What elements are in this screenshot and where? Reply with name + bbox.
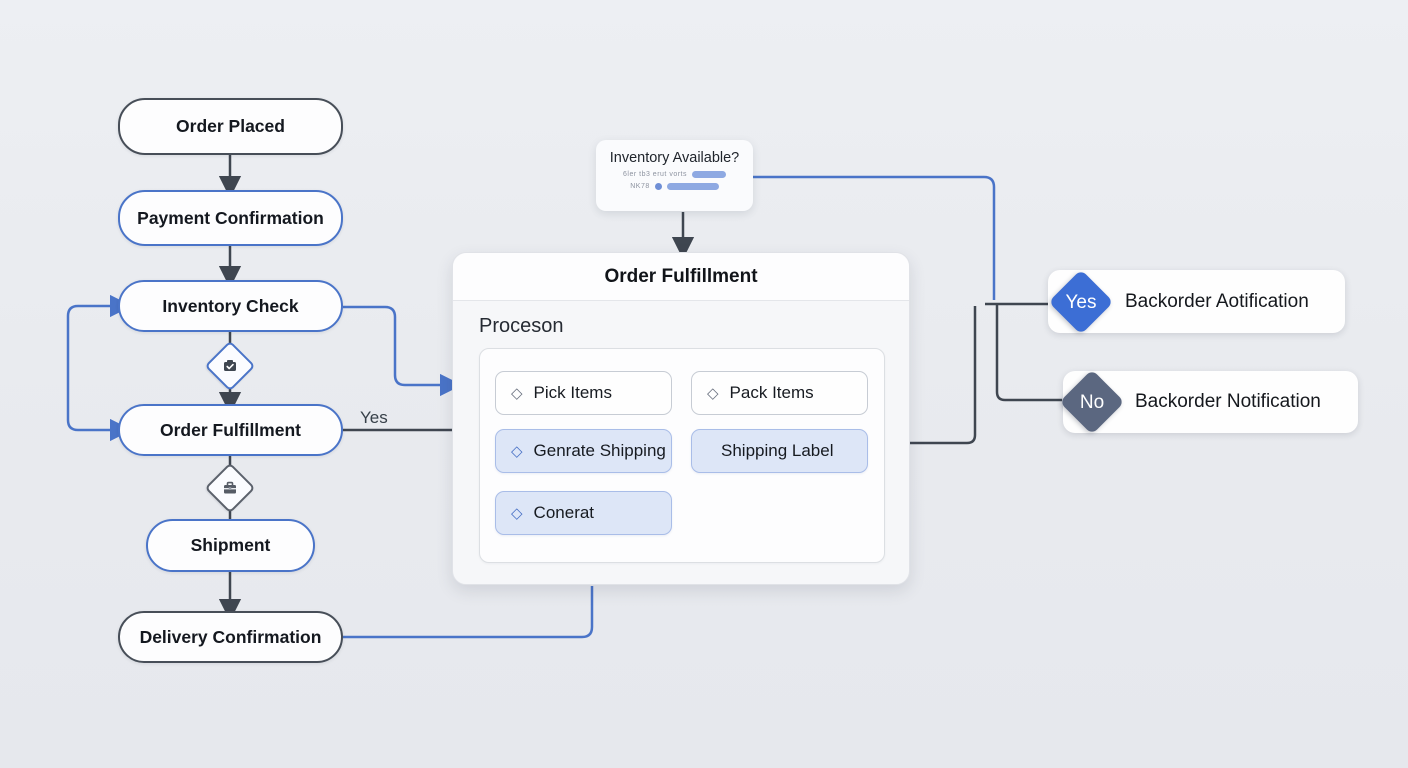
package-icon	[214, 472, 246, 504]
skeleton-row: 6ler tb3 erut vorts	[596, 171, 753, 178]
node-shipment[interactable]: Shipment	[146, 519, 315, 572]
panel-header: Order Fulfillment	[453, 253, 909, 301]
order-fulfillment-panel: Order Fulfillment Proceson ◇ Pick Items …	[452, 252, 910, 585]
check-diamond[interactable]	[204, 340, 256, 392]
button-label: Pack Items	[729, 383, 814, 402]
node-payment-confirmation[interactable]: Payment Confirmation	[118, 190, 343, 246]
yes-decision-label: Yes	[1065, 292, 1097, 313]
button-label: Shipping Label	[721, 441, 834, 460]
node-order-fulfillment[interactable]: Order Fulfillment	[118, 404, 343, 456]
node-delivery-confirmation[interactable]: Delivery Confirmation	[118, 611, 343, 663]
card-label: Backorder Notification	[1135, 391, 1321, 412]
diamond-icon: ◇	[511, 383, 523, 402]
pick-items-button[interactable]: ◇ Pick Items	[495, 371, 672, 415]
node-label: Inventory Check	[162, 295, 299, 316]
process-section-label: Proceson	[479, 315, 564, 337]
shipping-label-button[interactable]: Shipping Label	[691, 429, 868, 473]
skeleton-text: NK78	[630, 183, 650, 190]
panel-title: Order Fulfillment	[604, 265, 758, 287]
tooltip-title: Inventory Available?	[609, 150, 740, 166]
edge-left-loop	[66, 294, 133, 442]
node-inventory-check[interactable]: Inventory Check	[118, 280, 343, 332]
node-label: Order Placed	[176, 116, 285, 136]
package-diamond[interactable]	[204, 462, 256, 514]
edge-inventory-panel	[343, 305, 463, 397]
node-label: Order Fulfillment	[160, 419, 301, 440]
inventory-tooltip: Inventory Available? 6ler tb3 erut vorts…	[596, 140, 753, 211]
diamond-icon: ◇	[511, 441, 523, 460]
pack-items-button[interactable]: ◇ Pack Items	[691, 371, 868, 415]
node-label: Shipment	[190, 535, 271, 555]
edge-delivery-panel	[343, 586, 594, 639]
skeleton-text: 6ler tb3 erut vorts	[623, 171, 687, 178]
skeleton-dot	[654, 183, 662, 190]
task-check-icon	[214, 350, 246, 382]
skeleton-row: NK78	[596, 183, 753, 190]
card-label: Backorder Aotification	[1125, 290, 1309, 312]
conerat-button[interactable]: ◇ Conerat	[495, 491, 672, 535]
node-order-placed[interactable]: Order Placed	[118, 98, 343, 155]
button-label: Conerat	[533, 503, 595, 522]
node-label: Delivery Confirmation	[139, 626, 322, 647]
yes-edge-label: Yes	[360, 408, 388, 427]
skeleton-bar	[666, 183, 719, 190]
process-steps-card: ◇ Pick Items ◇ Pack Items ◇ Genrate Ship…	[479, 348, 885, 563]
button-label: Genrate Shipping	[533, 441, 666, 460]
node-label: Payment Confirmation	[137, 207, 324, 228]
diamond-icon: ◇	[707, 383, 719, 402]
diamond-icon: ◇	[511, 503, 523, 522]
generate-shipping-button[interactable]: ◇ Genrate Shipping	[495, 429, 672, 473]
no-decision-label: No	[1079, 392, 1105, 413]
skeleton-bar	[691, 171, 726, 178]
button-label: Pick Items	[533, 383, 612, 402]
